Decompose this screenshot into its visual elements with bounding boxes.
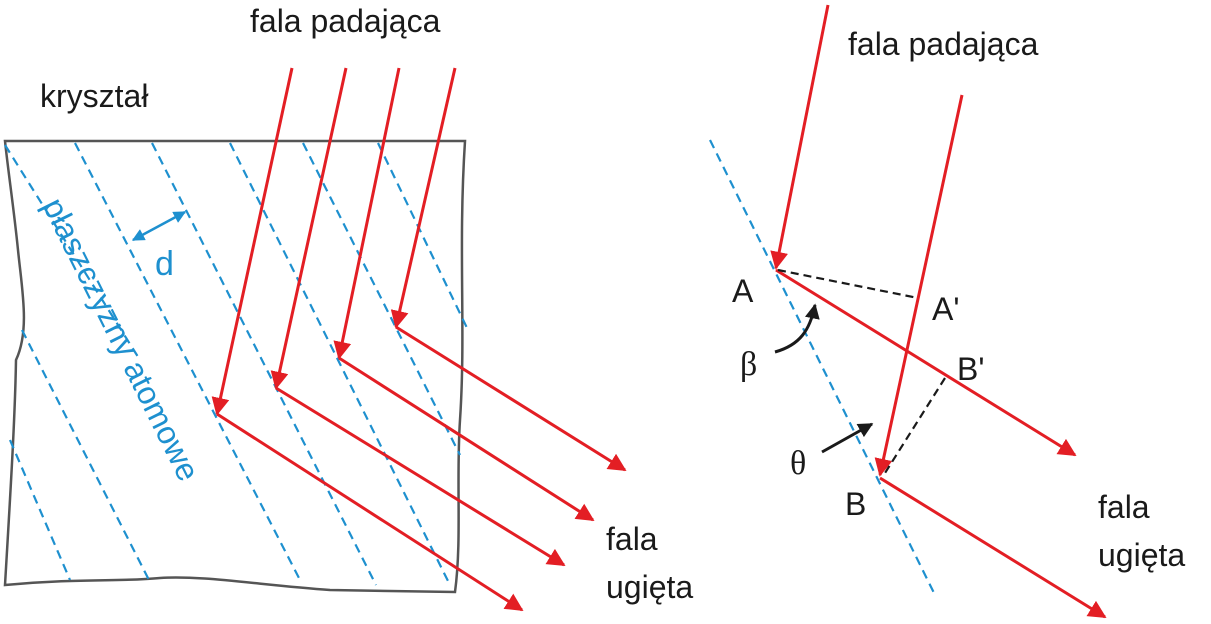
right-diffracted-label-line2: ugięta [1098,537,1185,573]
right-diffracted-ray-b [879,476,1107,619]
atomic-plane [151,142,377,586]
angle-beta-label: β [740,346,757,383]
point-a-prime-label: A' [932,291,959,327]
right-incident-label: fala padająca [848,26,1039,62]
atomic-plane [229,142,451,586]
atomic-planes-label: płaszczyzny atomowe [36,192,207,487]
right-diffracted-label-line1: fala [1098,489,1150,525]
left-diffracted-label-line2: ugięta [606,569,693,605]
crystal-label: kryształ [40,78,148,114]
incident-ray [211,67,294,416]
left-incident-label: fala padająca [250,3,441,39]
left-incident-rays [211,67,457,416]
point-a-label: A [732,273,754,309]
atomic-plane [8,439,72,581]
right-incident-ray-a [770,4,830,270]
right-diffracted-ray-a [775,268,1077,457]
point-b-label: B [845,486,866,522]
incident-ray [270,67,348,390]
right-incident-ray-b [874,94,964,477]
angle-beta-arrow [774,303,820,354]
incident-ray [390,67,457,329]
perpendicular-a-aprime [777,268,919,300]
atomic-plane [4,144,141,361]
angle-theta-arrow [821,422,874,454]
atomic-plane [377,142,469,331]
incident-ray [333,67,401,360]
diffracted-ray [395,325,627,472]
spacing-d-label: d [155,245,174,283]
perpendicular-b-bprime [884,377,946,474]
diffracted-ray [338,356,595,522]
right-atomic-plane [709,139,936,596]
angle-theta-label: θ [790,445,806,482]
crystal-outline [3,139,467,594]
left-diffracted-rays [216,325,627,612]
spacing-d-arrow [131,210,187,242]
diffracted-ray [216,412,524,612]
point-b-prime-label: B' [957,351,984,387]
diffracted-ray [275,386,566,567]
atomic-plane [74,142,301,581]
left-diffracted-label-line1: fala [606,521,658,557]
atomic-plane [21,329,151,583]
atomic-planes [4,142,469,586]
atomic-plane [302,142,461,456]
